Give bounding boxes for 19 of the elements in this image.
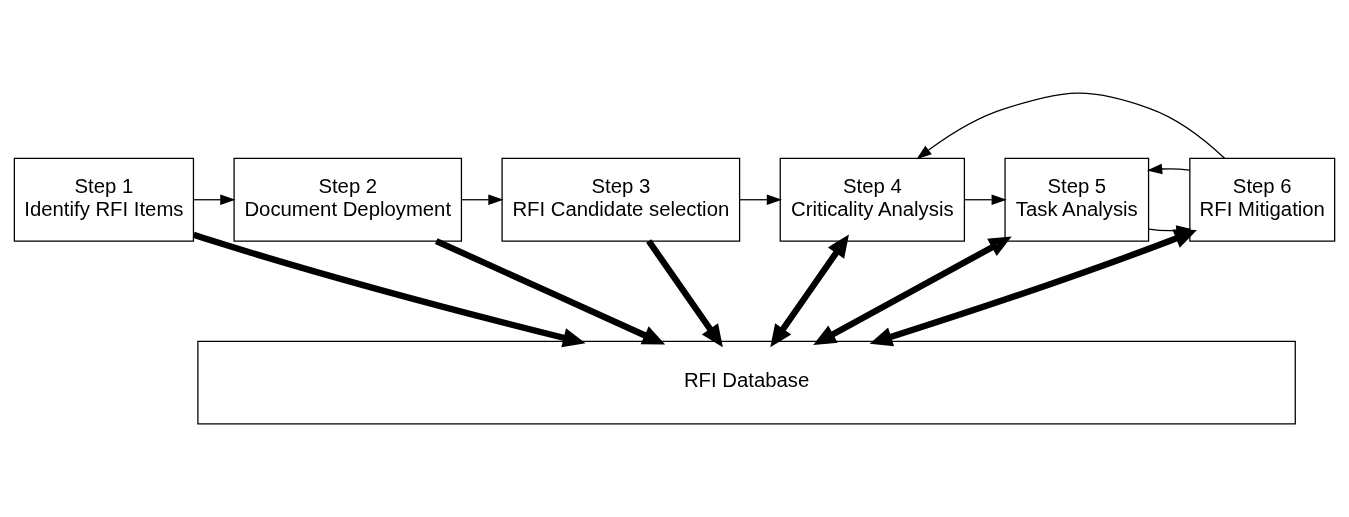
arrow bbox=[770, 234, 849, 348]
node-box: Step 2 Document Deployment bbox=[233, 157, 463, 242]
node-box: Step 5 Task Analysis bbox=[1004, 157, 1150, 242]
arrow bbox=[193, 194, 236, 206]
arrow bbox=[192, 231, 586, 348]
node-box: Step 1 Identify RFI Items bbox=[13, 157, 195, 242]
node-box: RFI Database bbox=[197, 340, 1296, 425]
node-box: Step 3 RFI Candidate selection bbox=[501, 157, 741, 242]
arrow bbox=[434, 238, 666, 345]
node-box: Step 4 Criticality Analysis bbox=[779, 157, 966, 242]
arrow bbox=[869, 229, 1197, 347]
arrow bbox=[739, 194, 783, 206]
arrow bbox=[461, 194, 504, 206]
arrow bbox=[963, 194, 1007, 206]
arrow bbox=[916, 92, 1226, 160]
arrow bbox=[1146, 163, 1191, 175]
node-box: Step 6 RFI Mitigation bbox=[1189, 157, 1336, 242]
arrow bbox=[813, 236, 1012, 345]
arrow bbox=[646, 239, 723, 348]
